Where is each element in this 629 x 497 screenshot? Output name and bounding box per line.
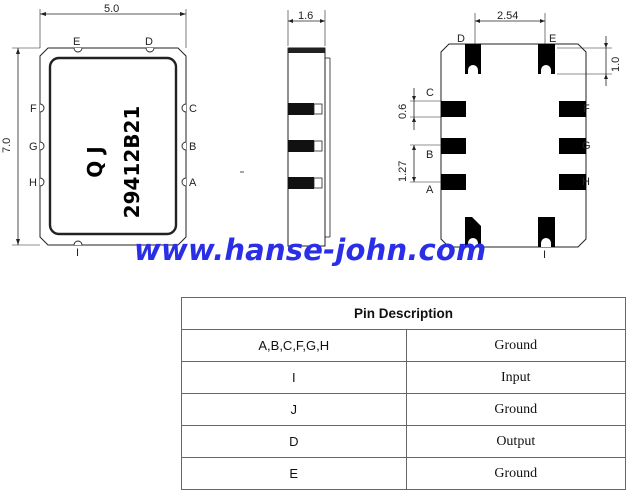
table-row: J Ground <box>181 393 627 426</box>
top-pin-label-g: G <box>29 141 38 153</box>
pin-cell: I <box>181 361 407 394</box>
bottom-pin-label-h: H <box>582 176 590 188</box>
bottom-pad-height-dim: 1.0 <box>610 57 622 72</box>
top-pin-label-e: E <box>73 36 80 48</box>
function-cell: Ground <box>405 457 627 490</box>
table-row: D Output <box>181 425 627 458</box>
table-row: E Ground <box>181 457 627 490</box>
top-pin-label-d: D <box>145 36 153 48</box>
bottom-pads <box>441 44 586 247</box>
top-pin-label-a: A <box>189 177 197 189</box>
function-cell: Ground <box>405 393 627 426</box>
function-cell: Output <box>405 425 627 458</box>
bottom-pin-label-i: I <box>543 249 546 261</box>
side-lid-edge <box>288 48 325 53</box>
table-header-row: Pin Description <box>181 297 626 330</box>
bottom-pin-label-f: F <box>583 103 590 115</box>
bottom-pin-label-d: D <box>457 33 465 45</box>
marking-line-1: Q J <box>83 146 107 177</box>
bottom-pitch-side-dim: 1.27 <box>397 161 409 182</box>
pin-cell: A,B,C,F,G,H <box>181 329 407 362</box>
top-pin-label-b: B <box>189 141 196 153</box>
table-row: A,B,C,F,G,H Ground <box>181 329 627 362</box>
bottom-pin-label-a: A <box>426 184 434 196</box>
bottom-pin-label-b: B <box>426 149 433 161</box>
side-thickness-dim: 1.6 <box>298 10 313 22</box>
package-lid <box>48 56 178 236</box>
function-cell: Input <box>405 361 627 394</box>
bottom-pitch-dim: 2.54 <box>497 10 518 22</box>
pin-cell: D <box>181 425 407 458</box>
top-pin-label-c: C <box>189 103 197 115</box>
table-title: Pin Description <box>181 297 626 330</box>
marking-line-2: 29412B21 <box>120 106 144 219</box>
bottom-pin-label-c: C <box>426 87 434 99</box>
top-pin-label-h: H <box>29 177 37 189</box>
bottom-pin-label-e: E <box>549 33 556 45</box>
watermark: www.hanse-john.com <box>134 233 487 267</box>
function-cell: Ground <box>405 329 627 362</box>
top-pin-label-i: I <box>76 247 79 259</box>
bottom-view: 2.54 1.0 0.6 1.27 <box>397 10 622 261</box>
top-height-dim: 7.0 <box>1 138 13 153</box>
pin-cell: E <box>181 457 407 490</box>
bottom-pad-width-dim: 0.6 <box>397 104 409 119</box>
package-outline <box>39 47 187 246</box>
top-width-dim: 5.0 <box>104 3 119 15</box>
bottom-pin-label-g: G <box>582 140 591 152</box>
pin-cell: J <box>181 393 407 426</box>
top-pin-label-f: F <box>30 103 37 115</box>
top-view: 5.0 7.0 Q J 29412B21 E D F G <box>1 3 197 259</box>
table-row: I Input <box>181 361 627 394</box>
side-view: 1.6 <box>240 10 331 247</box>
pin-description-table: Pin Description A,B,C,F,G,H Ground I Inp… <box>181 297 627 490</box>
package-drawing: 5.0 7.0 Q J 29412B21 E D F G <box>1 3 622 261</box>
